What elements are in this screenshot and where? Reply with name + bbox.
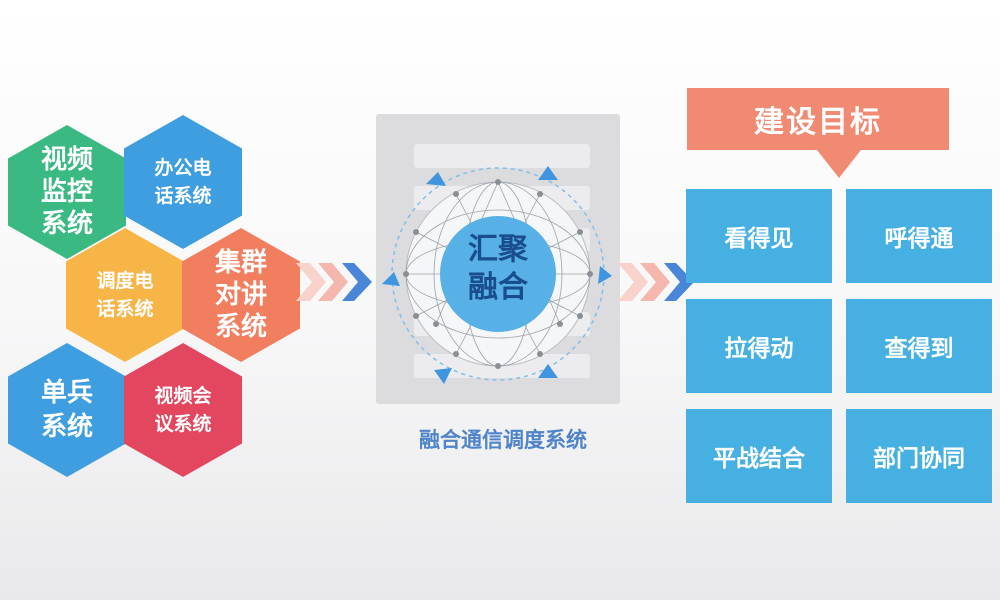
hex-dispatch-phone-label: 调度电 话系统 (96, 270, 154, 320)
hex-video-conference: 视频会 议系统 (124, 343, 242, 477)
fusion-label-line1: 汇聚 (468, 232, 528, 267)
goal-see: 看得见 (686, 189, 832, 283)
goal-query: 查得到 (846, 299, 992, 393)
hex-cluster-talk: 集群 对讲 系统 (182, 228, 300, 362)
fusion-label: 汇聚 融合 (440, 231, 556, 307)
network-sphere (382, 144, 612, 384)
hex-office-phone: 办公电 话系统 (124, 115, 242, 249)
hex-video-monitor-label: 视频 监控 系统 (40, 145, 93, 239)
fusion-panel: 汇聚 融合 (376, 114, 620, 404)
goals-title: 建设目标 (687, 88, 949, 150)
hex-office-phone-label: 办公电 话系统 (154, 157, 212, 207)
goal-peace-war: 平战结合 (686, 409, 832, 503)
hex-single-soldier-label: 单兵 系统 (40, 378, 93, 442)
fusion-label-line2: 融合 (468, 270, 528, 305)
hex-video-conference-label: 视频会 议系统 (154, 385, 212, 435)
flow-arrow-left (296, 263, 372, 301)
flow-arrow-right (618, 263, 694, 301)
goal-mobilize: 拉得动 (686, 299, 832, 393)
goal-call: 呼得通 (846, 189, 992, 283)
fusion-caption: 融合通信调度系统 (419, 428, 587, 452)
goal-dept-coop: 部门协同 (846, 409, 992, 503)
hex-single-soldier: 单兵 系统 (8, 343, 126, 477)
hex-cluster-talk-label: 集群 对讲 系统 (214, 248, 267, 342)
goals-down-arrow (817, 150, 861, 178)
